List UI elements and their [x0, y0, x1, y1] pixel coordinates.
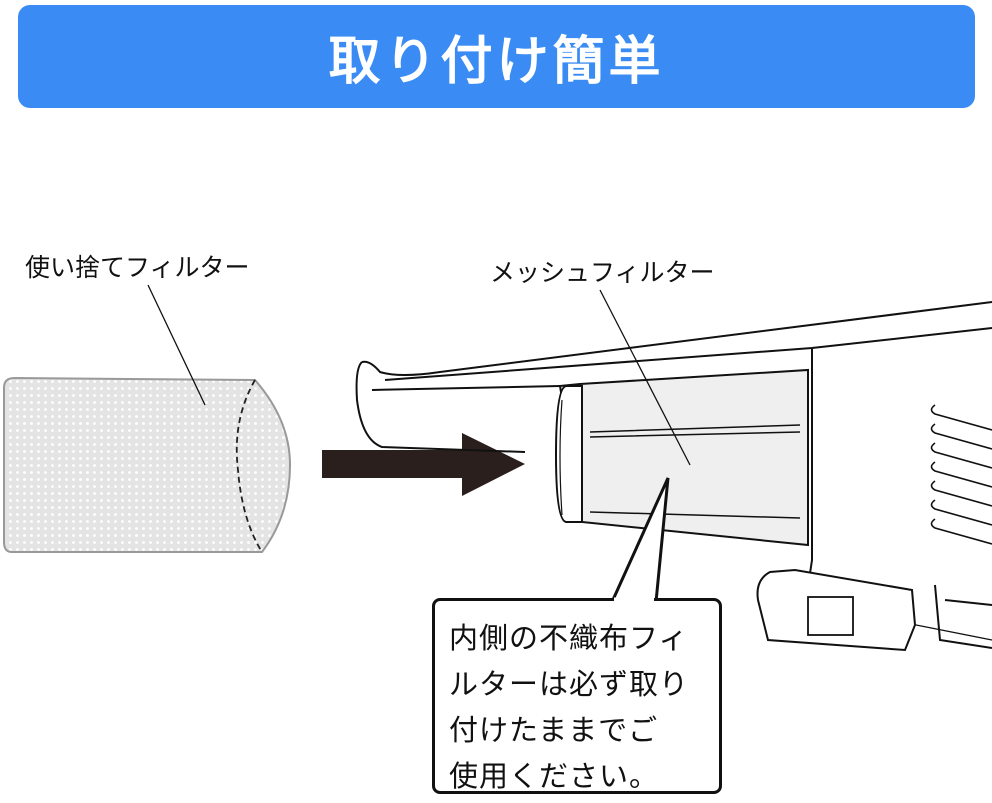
disposable-filter-leader-line [147, 284, 206, 406]
callout-pointer [610, 477, 670, 603]
mesh-filter-leader-line [599, 289, 691, 466]
vacuum-drawing [355, 301, 992, 652]
page-title: 取り付け簡単 [328, 32, 665, 92]
mesh-filter-label: メッシュフィルター [490, 258, 715, 287]
callout-line: 付けたままでご [449, 713, 659, 747]
callout-line: ルターは必ず取り [449, 667, 690, 701]
callout-line: 内側の不織布フィ [449, 621, 689, 655]
disposable-filter-label: 使い捨てフィルター [25, 253, 250, 282]
title-banner: 取り付け簡単 [18, 5, 975, 108]
disposable-filter-drawing [3, 376, 292, 553]
callout-line: 使用ください。 [449, 759, 660, 793]
arrow-icon [322, 433, 525, 496]
callout-note: 内側の不織布フィ ルターは必ず取り 付けたままでご 使用ください。 [432, 598, 722, 794]
